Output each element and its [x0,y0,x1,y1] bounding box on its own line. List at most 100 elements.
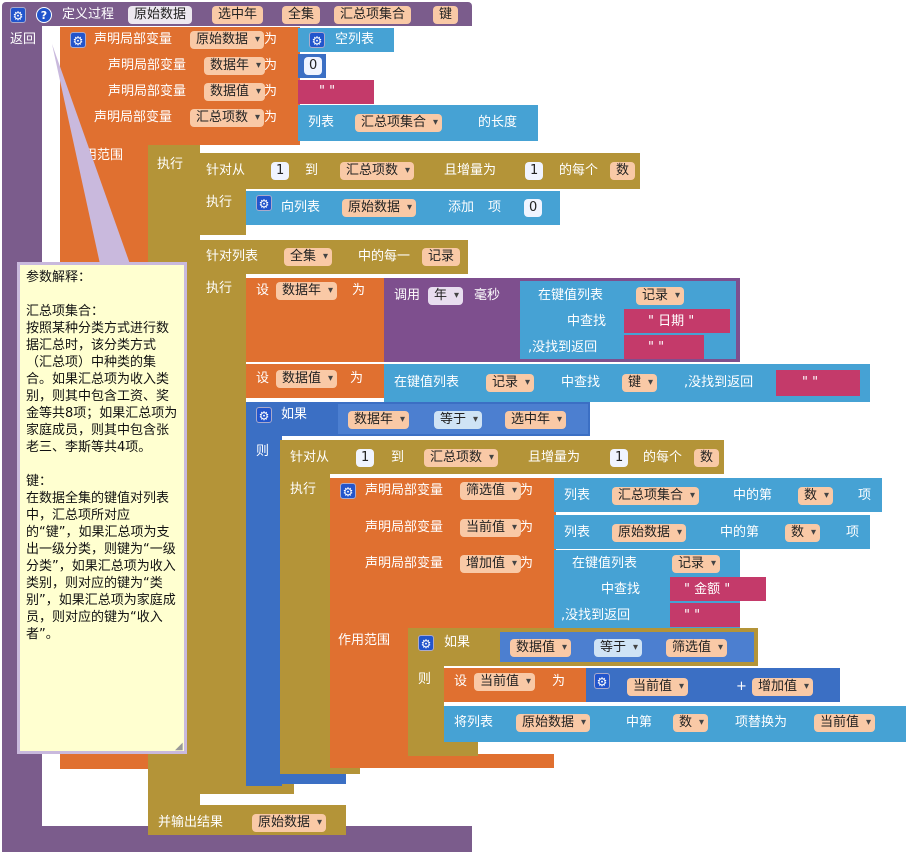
if2-footer [408,742,478,756]
if2-left[interactable]: 数据值 [510,639,572,657]
select-2-list[interactable]: 原始数据 [612,524,687,542]
list-length-arg[interactable]: 汇总项集合 [355,114,443,132]
lookup-amount-value[interactable]: " 金额 " [684,582,731,597]
param-2[interactable]: 全集 [282,6,321,24]
sum-b[interactable]: 增加值 [752,678,814,696]
set-current-var[interactable]: 当前值 [474,673,536,691]
add-label: 添加 [448,200,475,215]
replace-list[interactable]: 原始数据 [516,714,591,732]
sum-plus: + [736,679,747,694]
set-year-as: 为 [352,283,366,298]
loop2-var[interactable]: 记录 [422,248,461,266]
loop1-var[interactable]: 数 [610,162,636,180]
kv-list-1[interactable]: 记录 [636,287,685,305]
empty-list-gear-icon[interactable]: ⚙ [309,32,325,48]
add-item-value[interactable]: 0 [524,199,543,217]
add-item-gear-icon[interactable]: ⚙ [256,195,272,211]
if1-right[interactable]: 选中年 [505,411,567,429]
loop3-end[interactable]: 汇总项数 [424,449,499,467]
loop1-end[interactable]: 汇总项数 [340,162,415,180]
loop3-step-label: 且增量为 [528,450,581,465]
zero-value[interactable]: 0 [304,57,323,75]
param-4[interactable]: 键 [433,6,459,24]
empty-text-value[interactable]: " " [319,84,336,99]
declare-label-2: 声明局部变量 [108,58,187,73]
result-label: 并输出结果 [158,815,224,830]
lookup-amount-block[interactable] [670,577,766,601]
local-vars2-block[interactable] [330,478,556,628]
call-arg[interactable]: 年 [428,287,464,305]
if2-gear-icon[interactable]: ⚙ [418,635,434,651]
list-length-prefix: 列表 [308,115,335,130]
loop3-var[interactable]: 数 [694,449,720,467]
param-3[interactable]: 汇总项集合 [334,6,412,24]
local-var-3[interactable]: 数据值 [204,83,266,101]
comment-resize-icon[interactable]: ◢ [175,741,183,752]
sum-gear-icon[interactable]: ⚙ [594,673,610,689]
local2-gear-icon[interactable]: ⚙ [340,483,356,499]
local2-var-1[interactable]: 筛选值 [460,482,522,500]
param-1[interactable]: 选中年 [212,6,264,24]
loop3-start[interactable]: 1 [356,449,375,467]
lookup-label-1: 中查找 [567,314,607,329]
local-var-4[interactable]: 汇总项数 [190,109,265,127]
lookup-date-value[interactable]: " 日期 " [648,314,695,329]
if1-gear-icon[interactable]: ⚙ [256,407,272,423]
loop3-block[interactable] [280,440,724,474]
replace-idx[interactable]: 数 [673,714,709,732]
loop3-step[interactable]: 1 [610,449,629,467]
procedure-name[interactable]: 原始数据 [128,6,193,24]
if2-right[interactable]: 筛选值 [666,639,728,657]
replace-value[interactable]: 当前值 [814,714,876,732]
notfound-value-2[interactable]: " " [802,375,819,390]
select-2-idx[interactable]: 数 [785,524,821,542]
result-value[interactable]: 原始数据 [252,814,327,832]
local2-var-3[interactable]: 增加值 [460,555,522,573]
loop1-start[interactable]: 1 [271,162,290,180]
local2-var-2[interactable]: 当前值 [460,519,522,537]
declare-label-3: 声明局部变量 [108,84,187,99]
as-label-3: 为 [264,84,278,99]
notfound-value-3[interactable]: " " [684,608,701,623]
local-vars2-stem [330,628,410,768]
loop1-step[interactable]: 1 [525,162,544,180]
if1-left[interactable]: 数据年 [348,411,410,429]
help-icon[interactable]: ? [36,7,52,23]
empty-list-label: 空列表 [335,32,375,47]
kv-label-2: 在键值列表 [394,375,460,390]
as-label-4: 为 [264,110,278,125]
lookup-key[interactable]: 键 [622,374,658,392]
as-label-1: 为 [264,32,278,47]
select-2-item: 项 [846,525,860,540]
local-var-2[interactable]: 数据年 [204,57,266,75]
notfound-label-3: ,没找到返回 [561,608,631,623]
select-1-list[interactable]: 汇总项集合 [612,487,700,505]
kv-list-2[interactable]: 记录 [486,374,535,392]
notfound-text-block-2[interactable] [776,370,860,396]
if1-op[interactable]: 等于 [434,411,483,429]
parameter-comment[interactable]: 参数解释： 汇总项集合： 按照某种分类方式进行数据汇总时，该分类方式（汇总项）中… [17,262,187,754]
select-2-block[interactable] [554,515,870,549]
local-var-1[interactable]: 原始数据 [190,31,265,49]
notfound-value-1[interactable]: " " [648,340,665,355]
local-gear-icon[interactable]: ⚙ [70,32,86,48]
loop2-for-list: 针对列表 [206,249,259,264]
add-list[interactable]: 原始数据 [342,199,417,217]
notfound-text-block-3[interactable] [670,603,740,627]
set-value-var[interactable]: 数据值 [276,370,338,388]
procedure-title: 定义过程 [62,7,115,22]
loop2-list[interactable]: 全集 [284,248,333,266]
select-1-nth: 中的第 [733,488,773,503]
kv-list-3[interactable]: 记录 [672,555,721,573]
lookup-date-block[interactable] [624,309,730,333]
select-1-idx[interactable]: 数 [798,487,834,505]
set-year-var[interactable]: 数据年 [276,282,338,300]
sum-a[interactable]: 当前值 [627,678,689,696]
if2-op[interactable]: 等于 [594,639,643,657]
lookup-label-3: 中查找 [601,582,641,597]
loop1-stem [196,189,246,235]
empty-text-block[interactable] [298,80,374,104]
notfound-text-block-1[interactable] [624,335,704,359]
gear-icon[interactable]: ⚙ [10,7,26,23]
loop1-block[interactable] [196,153,640,189]
